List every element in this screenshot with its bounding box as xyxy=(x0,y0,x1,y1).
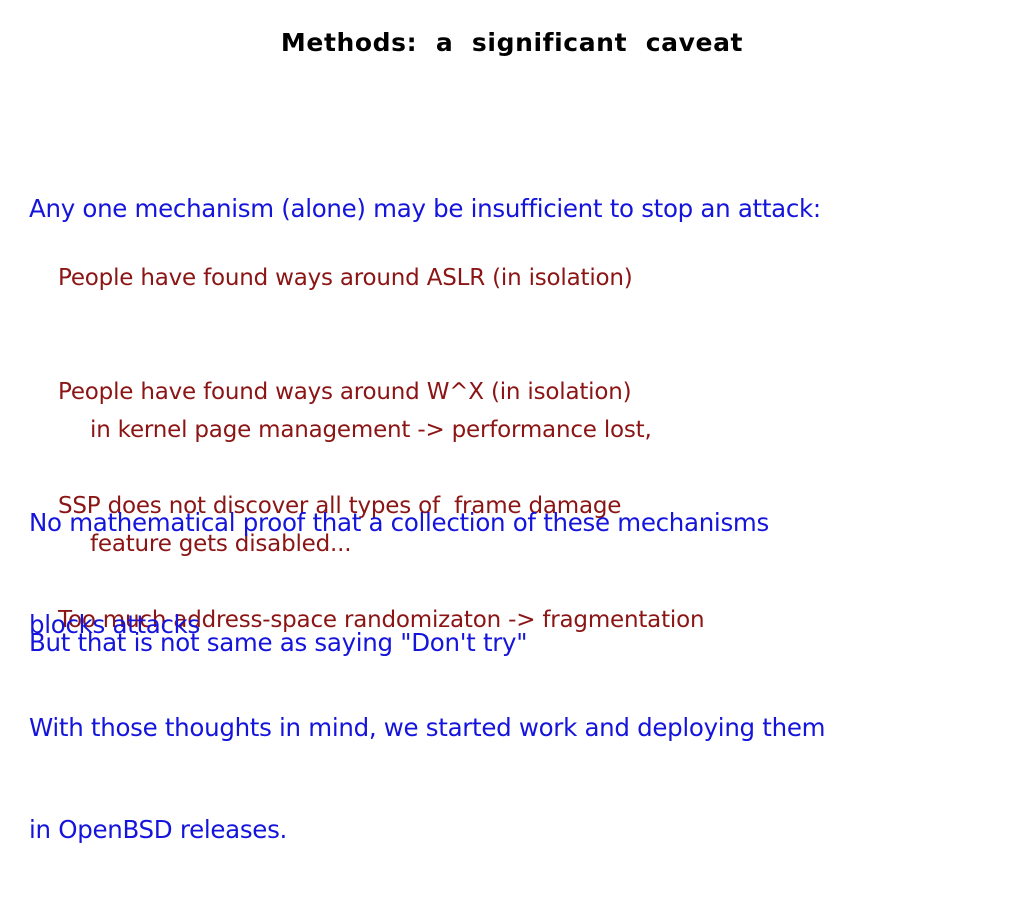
closing-line: in OpenBSD releases. xyxy=(29,815,288,844)
bullet-list: People have found ways around ASLR (in i… xyxy=(58,183,705,715)
no-proof-line: No mathematical proof that a collection … xyxy=(29,508,769,537)
list-item: SSP does not discover all types of frame… xyxy=(58,493,622,519)
caveat-line: But that is not same as saying "Don't tr… xyxy=(29,628,528,657)
no-proof-line: blocks attacks xyxy=(29,610,201,639)
no-proof-statement: No mathematical proof that a collection … xyxy=(29,438,769,710)
list-item-continuation: feature gets disabled... xyxy=(90,531,352,557)
caveat-statement: But that is not same as saying "Don't tr… xyxy=(29,558,528,728)
closing-statement: With those thoughts in mind, we started … xyxy=(29,643,825,915)
list-item: Too much address-space randomizaton -> f… xyxy=(58,607,705,633)
intro-statement: Any one mechanism (alone) may be insuffi… xyxy=(29,124,821,294)
list-item: People have found ways around ASLR (in i… xyxy=(58,265,633,291)
intro-line: Any one mechanism (alone) may be insuffi… xyxy=(29,194,821,223)
bullet-continuation-list: in kernel page management -> performance… xyxy=(90,335,652,639)
slide-body: Any one mechanism (alone) may be insuffi… xyxy=(29,124,825,844)
list-item: People have found ways around W^X (in is… xyxy=(58,379,632,405)
list-item-continuation: in kernel page management -> performance… xyxy=(90,417,652,443)
closing-line: With those thoughts in mind, we started … xyxy=(29,713,826,742)
page-title: Methods: a significant caveat xyxy=(280,28,744,57)
presentation-slide: Methods: a significant caveat Any one me… xyxy=(29,28,826,844)
